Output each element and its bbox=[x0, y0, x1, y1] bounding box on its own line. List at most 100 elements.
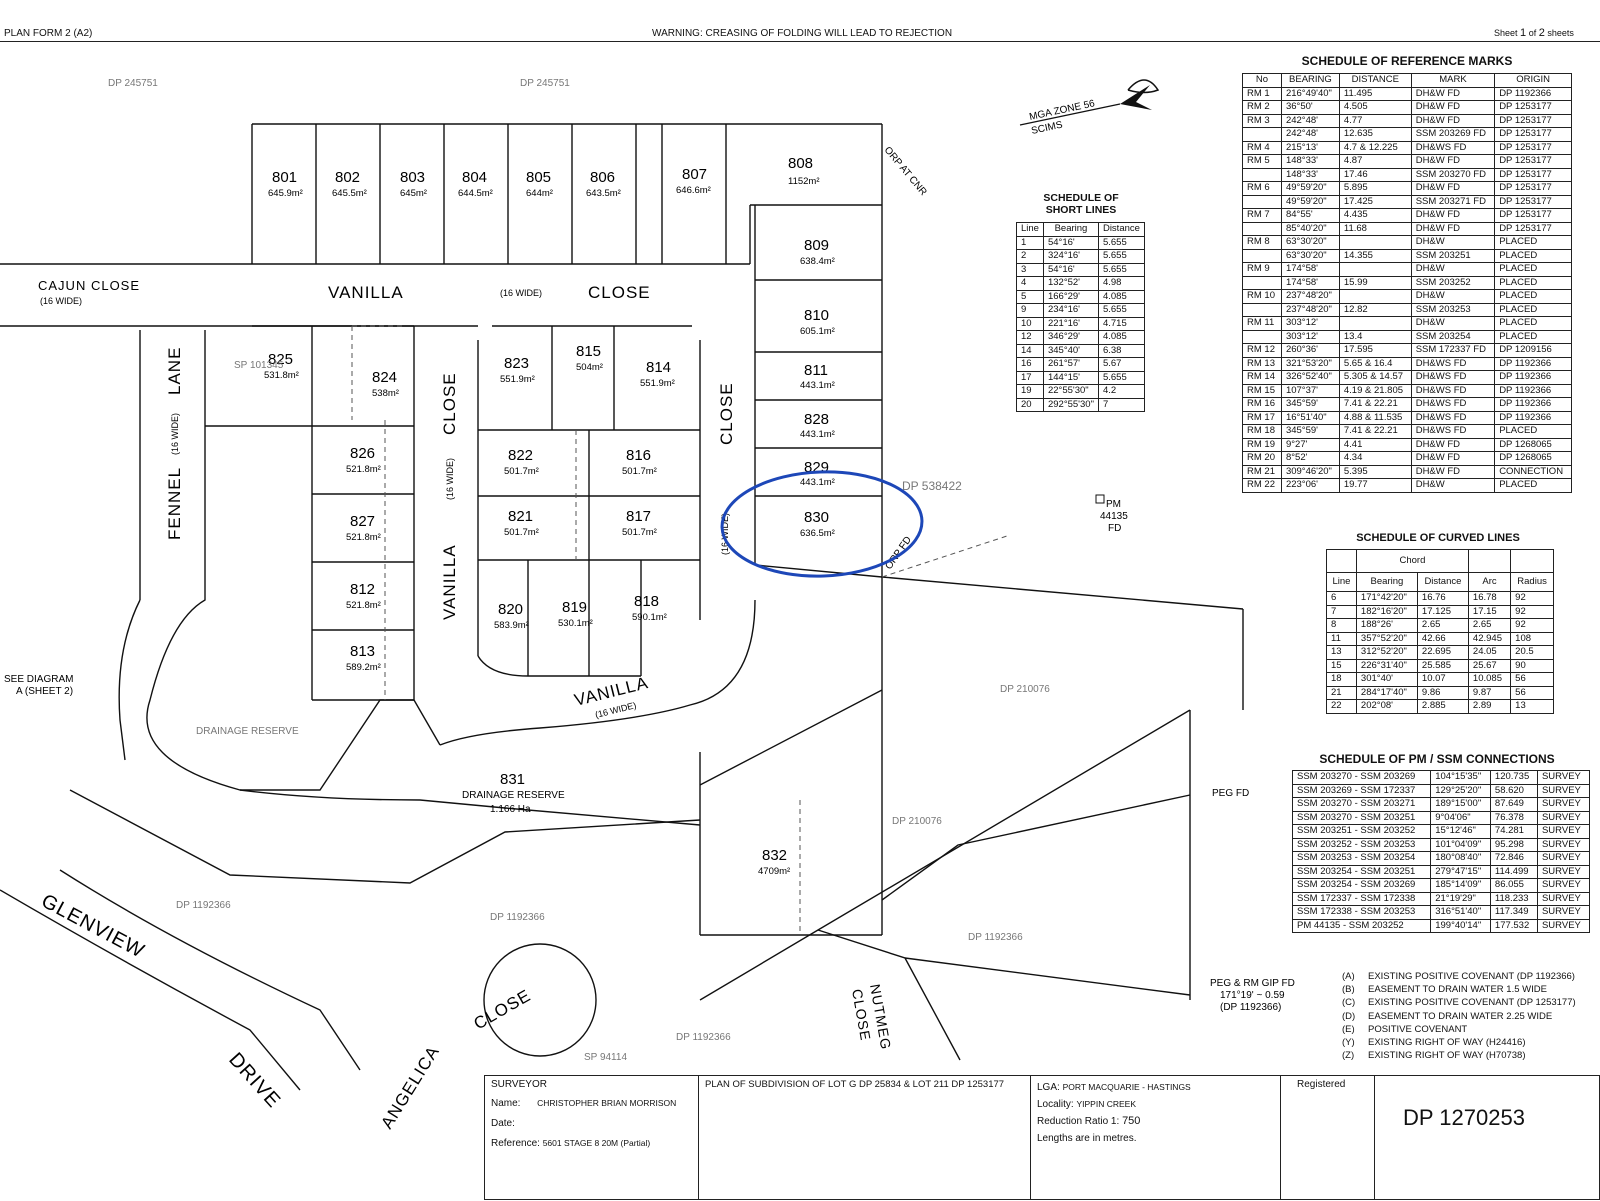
reference-mark-cell: 85°40'20" bbox=[1280, 221, 1340, 236]
drainage-reserve-210: DRAINAGE RESERVE bbox=[196, 726, 299, 737]
reference-marks-title: SCHEDULE OF REFERENCE MARKS bbox=[1301, 54, 1513, 68]
reference-mark-cell: 345°59' bbox=[1280, 397, 1340, 412]
lot-808-area: 1152m² bbox=[788, 176, 820, 187]
curved-line-cell: 182°16'20" bbox=[1355, 604, 1418, 619]
curved-line-cell: 13 bbox=[1510, 699, 1554, 714]
reference-mark-cell: DH&W bbox=[1410, 478, 1496, 493]
reference-mark-cell: 17.595 bbox=[1338, 343, 1412, 358]
road-cajun-width: (16 WIDE) bbox=[40, 296, 82, 306]
road-width-east: (16 WIDE) bbox=[720, 513, 730, 555]
sheet-suffix: sheets bbox=[1547, 28, 1574, 38]
reference-mark-cell: DH&W FD bbox=[1410, 464, 1496, 479]
lot-804-area: 644.5m² bbox=[458, 188, 493, 199]
curved-line-cell: 92 bbox=[1510, 618, 1554, 633]
curved-line-cell: 226°31'40" bbox=[1355, 658, 1418, 673]
orp-fd: ORP FD bbox=[883, 535, 914, 572]
reference-mark-cell: 5.395 bbox=[1338, 464, 1412, 479]
pm-ssm-cell: 279°47'15" bbox=[1430, 864, 1491, 879]
lot-805-area: 644m² bbox=[526, 188, 553, 199]
adjoining-labels: DP 245751 DP 245751 DP 538422 DP 210076 … bbox=[108, 78, 1050, 1063]
lot-826-area: 521.8m² bbox=[346, 464, 381, 475]
lot-803-area: 645m² bbox=[400, 188, 427, 199]
lot-820-area: 583.9m² bbox=[494, 620, 529, 631]
pm-ssm-cell: 185°14'09" bbox=[1430, 878, 1491, 893]
reference-mark-cell: SSM 203271 FD bbox=[1410, 194, 1496, 209]
peg-fd: PEG FD bbox=[1212, 788, 1249, 799]
reference-mark-cell bbox=[1338, 289, 1412, 304]
pm-ssm-cell: 9°04'06" bbox=[1430, 810, 1491, 825]
short-line-cell: 6.38 bbox=[1097, 343, 1145, 358]
reference-mark-cell: SSM 203269 FD bbox=[1410, 127, 1496, 142]
reference-mark-cell: 49°59'20" bbox=[1280, 194, 1340, 209]
pm-ssm-cell: SURVEY bbox=[1536, 837, 1591, 852]
lot-824: 824 bbox=[372, 369, 397, 386]
pm-ssm-cell: SURVEY bbox=[1536, 810, 1591, 825]
lot-811-area: 443.1m² bbox=[800, 380, 835, 391]
locality-row: Locality: YIPPIN CREEK bbox=[1037, 1096, 1274, 1113]
reference-mark-cell bbox=[1242, 221, 1282, 236]
short-line-cell: 19 bbox=[1016, 384, 1044, 399]
pm-ssm-cell: SSM 203270 - SSM 203271 bbox=[1291, 797, 1432, 812]
lot-812: 812 bbox=[350, 581, 375, 598]
reference-mark-cell: DP 1192366 bbox=[1494, 86, 1572, 101]
reference-mark-cell bbox=[1242, 167, 1282, 182]
short-line-cell: 144°15' bbox=[1042, 370, 1099, 385]
reference-mark-cell: SSM 203254 bbox=[1410, 329, 1496, 344]
short-line-cell: 14 bbox=[1016, 343, 1044, 358]
legend-text: EXISTING POSITIVE COVENANT (DP 1253177) bbox=[1368, 997, 1576, 1009]
reference-mark-cell: DP 1253177 bbox=[1494, 140, 1572, 155]
reference-mark-cell: RM 15 bbox=[1242, 383, 1282, 398]
legend-item: (Y)EXISTING RIGHT OF WAY (H24416) bbox=[1342, 1036, 1597, 1049]
reference-mark-cell: PLACED bbox=[1494, 275, 1572, 290]
pm-ssm-cell: SSM 172337 - SSM 172338 bbox=[1291, 891, 1432, 906]
pm-ssm-cell: 86.055 bbox=[1489, 878, 1538, 893]
plan-of-cell: PLAN OF SUBDIVISION OF LOT G DP 25834 & … bbox=[698, 1075, 1030, 1200]
reference-mark-cell: 242°48' bbox=[1280, 113, 1340, 128]
short-line-cell: 292°55'30" bbox=[1042, 397, 1099, 412]
pm-ssm-cell: SURVEY bbox=[1536, 851, 1591, 866]
reference-mark-cell: DP 1253177 bbox=[1494, 127, 1572, 142]
see-diagram: SEE DIAGRAM bbox=[4, 674, 73, 685]
reference-mark-cell: DP 1192366 bbox=[1494, 383, 1572, 398]
reference-mark-cell: 4.87 bbox=[1338, 154, 1412, 169]
lot-807: 807 bbox=[682, 166, 707, 183]
dp-1192366-c: DP 1192366 bbox=[676, 1032, 731, 1043]
pm-ssm-cell: 72.846 bbox=[1489, 851, 1538, 866]
pm-ssm-cell: SSM 203252 - SSM 203253 bbox=[1291, 837, 1432, 852]
reference-mark-cell: DP 1253177 bbox=[1494, 100, 1572, 115]
road-drive: DRIVE bbox=[224, 1049, 285, 1113]
reference-mark-cell: 174°58' bbox=[1280, 262, 1340, 277]
reference-mark-cell: 5.65 & 16.4 bbox=[1338, 356, 1412, 371]
dp-245751-right: DP 245751 bbox=[520, 78, 570, 89]
curved-line-cell: 42.66 bbox=[1416, 631, 1469, 646]
reference-mark-cell: DH&W bbox=[1410, 316, 1496, 331]
curved-line-cell: 16.76 bbox=[1416, 591, 1469, 606]
sl-col-bearing: Bearing bbox=[1042, 222, 1099, 237]
reference-mark-cell: 4.7 & 12.225 bbox=[1338, 140, 1412, 155]
reference-mark-cell: 12.635 bbox=[1338, 127, 1412, 142]
road-vanilla-west: VANILLA bbox=[440, 544, 459, 620]
reference-mark-cell: DH&W FD bbox=[1410, 113, 1496, 128]
curved-line-cell: 9.86 bbox=[1416, 685, 1469, 700]
plan-form-label: PLAN FORM 2 (A2) bbox=[4, 28, 93, 39]
reference-mark-cell: 303°12' bbox=[1280, 329, 1340, 344]
legend-item: (Z)EXISTING RIGHT OF WAY (H70738) bbox=[1342, 1049, 1597, 1062]
reference-mark-cell: DH&W FD bbox=[1410, 181, 1496, 196]
reference-mark-cell bbox=[1242, 127, 1282, 142]
